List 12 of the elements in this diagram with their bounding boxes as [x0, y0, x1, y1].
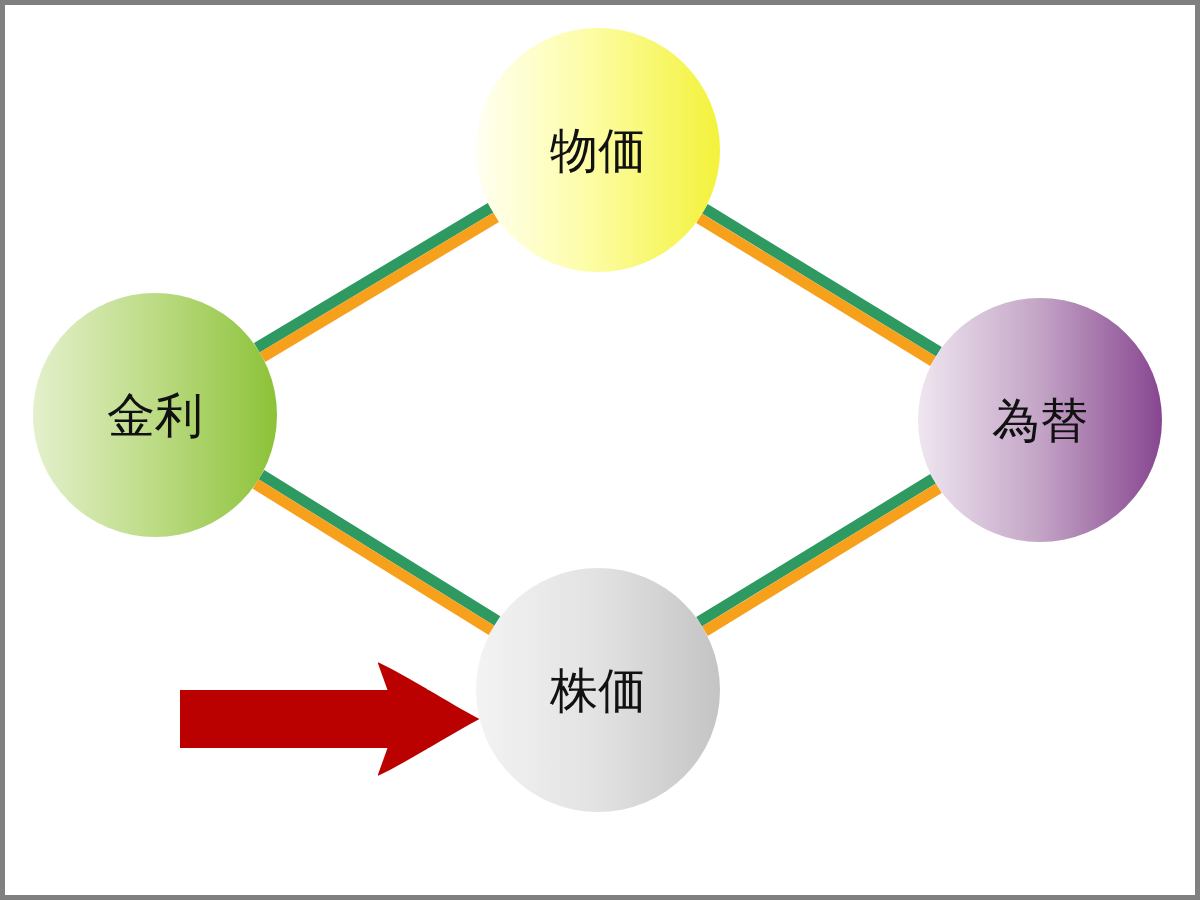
node-label: 株価: [550, 663, 646, 717]
connector-line: [696, 213, 936, 366]
connector-line: [253, 203, 494, 353]
connector-line: [259, 212, 500, 362]
node-label: 金利: [107, 388, 203, 442]
connector-line: [252, 479, 495, 636]
node-label: 為替: [992, 393, 1088, 447]
connector-line: [702, 483, 942, 636]
connector-line: [258, 469, 501, 626]
connector-line: [696, 474, 936, 627]
connector-line: [702, 204, 942, 357]
node-label: 物価: [550, 123, 646, 177]
